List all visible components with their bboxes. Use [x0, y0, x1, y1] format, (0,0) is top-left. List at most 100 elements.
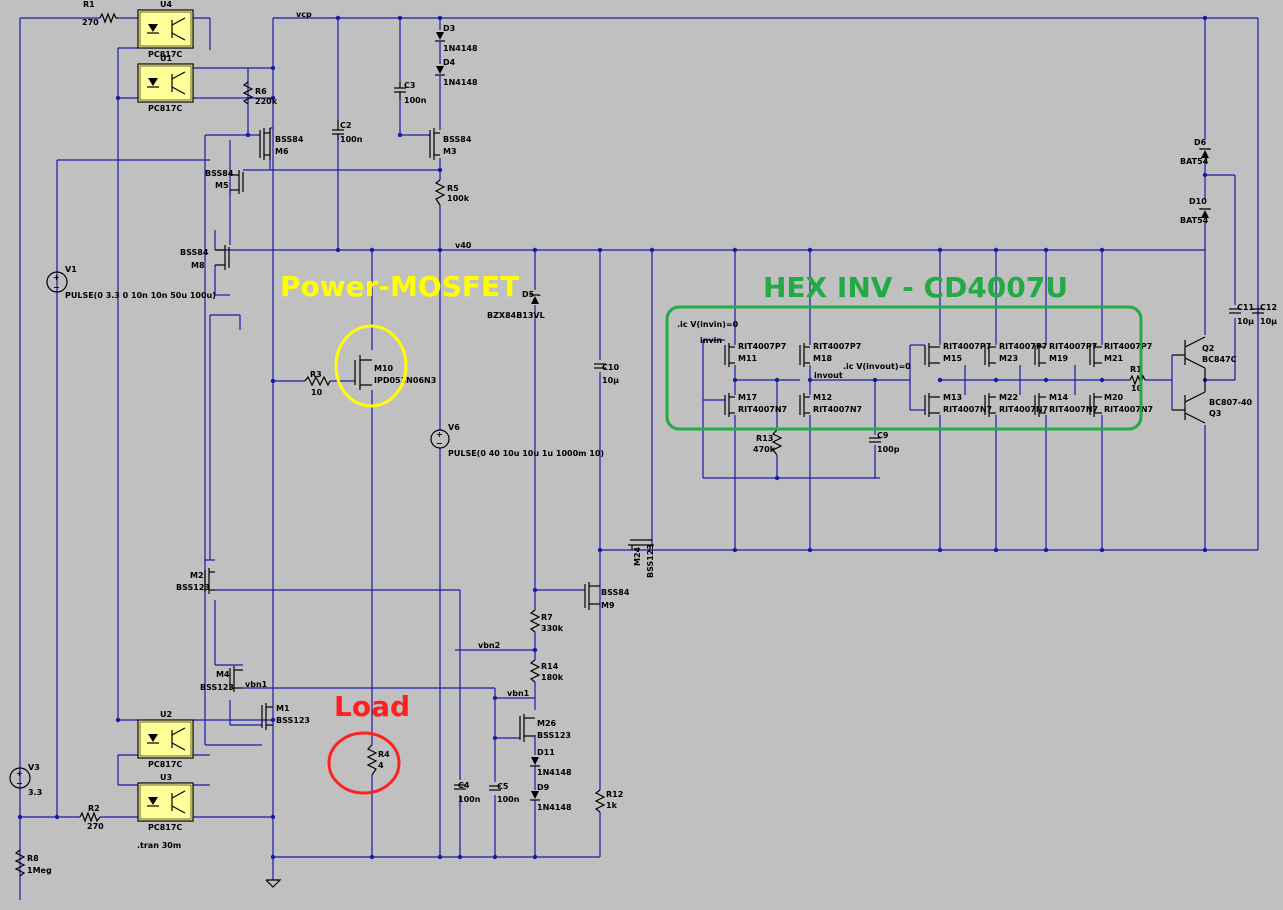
resistor-r12[interactable]: R12 1k	[594, 789, 623, 813]
svg-text:−: −	[53, 283, 60, 292]
c5-value: 100n	[497, 795, 520, 804]
optocoupler-u3[interactable]: U3 PC817C	[137, 773, 194, 832]
voltage-source-v6[interactable]: + − V6 PULSE(0 40 10u 10u 1u 1000m 10)	[430, 423, 604, 458]
m22-part: RIT4007N7	[999, 405, 1048, 414]
bjt-q3[interactable]	[1172, 380, 1206, 424]
svg-text:+: +	[16, 769, 23, 778]
v6-value: PULSE(0 40 10u 10u 1u 1000m 10)	[448, 449, 604, 458]
m9-ref: M9	[601, 601, 615, 610]
m3-ref: M3	[443, 147, 457, 156]
mosfet-m26[interactable]	[519, 714, 535, 742]
optocoupler-u2[interactable]: U2 PC817C	[137, 710, 194, 769]
c9-ref: C9	[877, 431, 889, 440]
r13-value: 470k	[753, 445, 776, 454]
capacitor-c12[interactable]: C12 10µ	[1252, 303, 1277, 326]
mosfet-m24[interactable]	[628, 539, 654, 550]
diode-d10[interactable]: D10 BAT54	[1180, 197, 1211, 225]
mosfet-m3[interactable]	[429, 128, 440, 160]
annotation-load: Load	[334, 690, 410, 723]
optocoupler-u1[interactable]: U1 PC817C	[137, 54, 194, 113]
diode-d6[interactable]: D6 BAT54	[1180, 138, 1211, 166]
q2-part: BC847C	[1202, 355, 1237, 364]
diode-d4[interactable]: D4 1N4148	[435, 58, 478, 87]
capacitor-c2[interactable]: C2 100n	[332, 120, 363, 144]
m19-part: RIT4007P7	[1049, 342, 1097, 351]
r5-value: 100k	[447, 194, 470, 203]
svg-text:−: −	[16, 779, 23, 788]
resistor-r1b[interactable]: R1 10	[1129, 365, 1146, 393]
directive-tran: .tran 30m	[137, 841, 181, 850]
voltage-source-v3[interactable]: + − V3 3.3	[9, 763, 42, 797]
m20-ref: M20	[1104, 393, 1124, 402]
m14-ref: M14	[1049, 393, 1069, 402]
m13-ref: M13	[943, 393, 962, 402]
net-label-vbn2: vbn2	[478, 641, 500, 650]
r4-value: 4	[378, 761, 384, 770]
mosfet-m6[interactable]	[259, 128, 271, 160]
resistor-r8[interactable]: R8 1Meg	[14, 849, 52, 877]
r12-value: 1k	[606, 801, 618, 810]
capacitor-c10[interactable]: C10 10µ	[594, 363, 619, 385]
resistor-r5[interactable]: R5 100k	[434, 179, 470, 206]
resistor-r3[interactable]: R3 10	[304, 370, 331, 397]
r2-value: 270	[87, 822, 104, 831]
diode-d9[interactable]: D9 1N4148	[530, 783, 572, 812]
capacitor-c4[interactable]: C4 100n	[454, 781, 481, 804]
u4-ref: U4	[160, 0, 172, 9]
resistor-r1[interactable]: R1 270	[82, 0, 118, 27]
resistor-r2[interactable]: R2 270	[79, 804, 104, 831]
diode-d3[interactable]: D3 1N4148	[435, 24, 478, 53]
m26-part: BSS123	[537, 731, 571, 740]
diode-d11[interactable]: D11 1N4148	[530, 748, 572, 777]
c11-ref: C11	[1237, 303, 1254, 312]
m23-ref: M23	[999, 354, 1018, 363]
r3-value: 10	[311, 388, 323, 397]
mosfet-m8[interactable]	[215, 245, 230, 270]
resistor-r7[interactable]: R7 330k	[529, 609, 564, 633]
m1-part: BSS123	[276, 716, 310, 725]
wires	[19, 17, 1259, 900]
r14-ref: R14	[541, 662, 559, 671]
resistor-r13[interactable]: R13 470k	[753, 429, 783, 456]
r4-ref: R4	[378, 750, 390, 759]
capacitor-c5[interactable]: C5 100n	[489, 782, 520, 804]
u1-part: PC817C	[148, 104, 182, 113]
capacitor-c11[interactable]: C11 10µ	[1229, 303, 1254, 326]
c4-value: 100n	[458, 795, 481, 804]
svg-text:−: −	[436, 439, 443, 448]
resistor-r6[interactable]: R6 220k	[242, 81, 278, 106]
mosfet-m5[interactable]	[230, 170, 244, 194]
m1-ref: M1	[276, 704, 290, 713]
optocoupler-u4[interactable]: U4 PC817C	[137, 0, 194, 59]
mosfet-m1[interactable]	[261, 703, 273, 730]
m24-part: BSS123	[646, 544, 655, 578]
d5-ref: D5	[522, 290, 535, 299]
r14-value: 180k	[541, 673, 564, 682]
r6-ref: R6	[255, 87, 267, 96]
mosfet-m9[interactable]	[584, 582, 600, 610]
m9-part: BSS84	[601, 588, 630, 597]
c11-value: 10µ	[1237, 317, 1254, 326]
resistor-r14[interactable]: R14 180k	[529, 659, 564, 683]
m21-part: RIT4007P7	[1104, 342, 1152, 351]
mosfet-m10[interactable]	[354, 355, 372, 390]
voltage-source-v1[interactable]: + − V1 PULSE(0 3.3 0 10n 10n 50u 100u)	[46, 265, 216, 300]
mosfet-m4[interactable]	[229, 666, 243, 692]
net-label-invout: invout	[814, 371, 843, 380]
capacitor-c9[interactable]: C9 100p	[869, 431, 900, 454]
bjt-q2[interactable]	[1172, 336, 1206, 380]
net-label-vbn1-b: vbn1	[507, 689, 530, 698]
diode-d5[interactable]: D5 BZX84B13VL	[487, 290, 545, 320]
m18-part: RIT4007P7	[813, 342, 861, 351]
resistor-r4[interactable]: R4 4	[366, 744, 390, 776]
u4-part: PC817C	[148, 50, 182, 59]
m10-ref: M10	[374, 364, 394, 373]
r5-ref: R5	[447, 184, 459, 193]
d6-value: BAT54	[1180, 157, 1209, 166]
d6-ref: D6	[1194, 138, 1207, 147]
capacitor-c3[interactable]: C3 100n	[394, 81, 427, 105]
mosfet-m2[interactable]	[204, 568, 215, 594]
c2-value: 100n	[340, 135, 363, 144]
d3-ref: D3	[443, 24, 455, 33]
directive-ic-invout: .ic V(invout)=0	[843, 362, 911, 371]
